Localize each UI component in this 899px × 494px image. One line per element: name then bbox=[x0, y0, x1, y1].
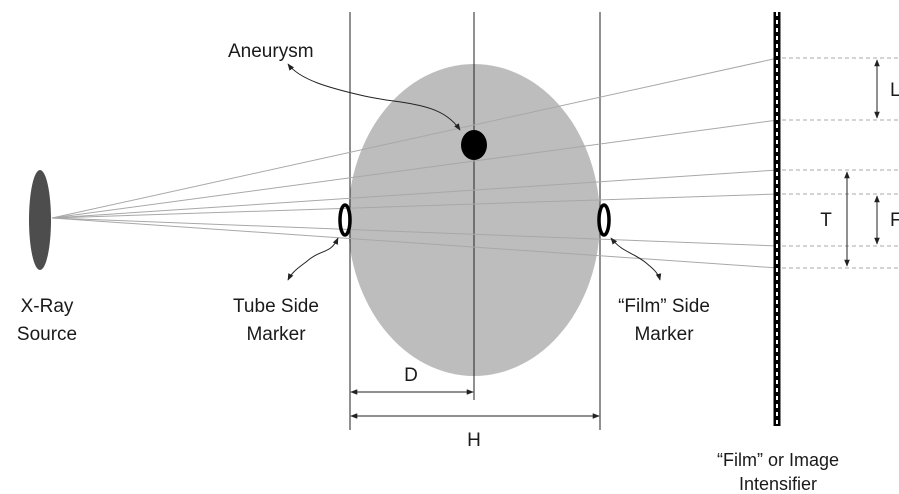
film-marker-leader bbox=[610, 237, 662, 281]
dim-f-label: F bbox=[890, 210, 899, 231]
tube-side-marker bbox=[338, 203, 352, 237]
tube-marker-label-line2: Marker bbox=[246, 324, 306, 345]
projection-dashes bbox=[782, 57, 899, 269]
film-marker-label-line1: “Film” Side bbox=[618, 296, 710, 317]
dim-l-label: L bbox=[890, 80, 899, 101]
ray-aneurysm-bottom bbox=[51, 119, 779, 219]
dim-d-label: D bbox=[404, 365, 418, 386]
tube-marker-leader bbox=[287, 237, 339, 281]
film-marker-label-line2: Marker bbox=[634, 324, 694, 345]
ray-t-top bbox=[51, 169, 779, 219]
aneurysm-leader bbox=[287, 63, 461, 131]
xray-beams bbox=[51, 57, 779, 269]
xray-source bbox=[29, 170, 51, 270]
ray-f-top bbox=[51, 193, 779, 219]
xray-source-label-line1: X-Ray bbox=[21, 296, 74, 317]
aneurysm-dot bbox=[461, 130, 487, 160]
film-label-line2: Intensifier bbox=[739, 474, 817, 494]
dim-h-label: H bbox=[467, 430, 481, 451]
dim-t-label: T bbox=[820, 210, 832, 231]
tube-marker-label-line1: Tube Side bbox=[233, 296, 319, 317]
ray-aneurysm-top bbox=[51, 57, 779, 219]
film-label-line1: “Film” or Image bbox=[717, 450, 839, 470]
aneurysm-label: Aneurysm bbox=[228, 41, 314, 62]
film-side-marker bbox=[597, 203, 611, 237]
xray-source-label-line2: Source bbox=[17, 324, 77, 345]
